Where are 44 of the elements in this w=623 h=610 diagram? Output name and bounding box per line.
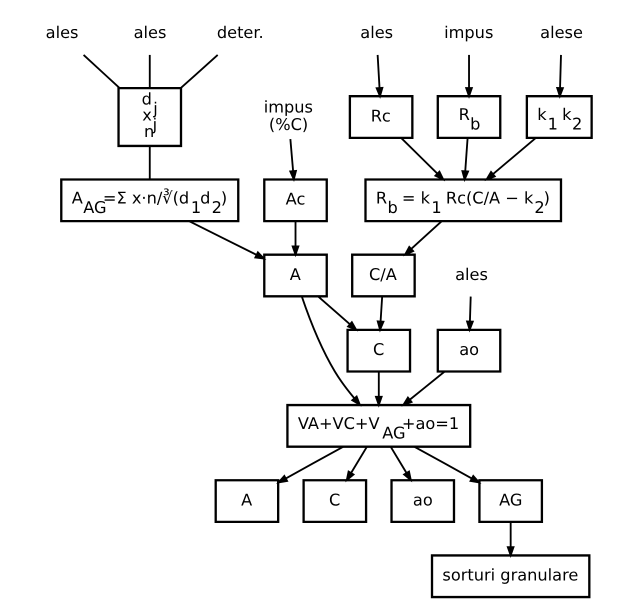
node-text: ales <box>360 23 393 42</box>
node-box: A <box>214 479 279 524</box>
node-text: impus <box>444 23 493 42</box>
node-box: AG <box>478 479 543 524</box>
node-box: ao <box>390 479 455 524</box>
node-box: sorturi granulare <box>430 554 590 598</box>
node-text: ales <box>454 264 488 284</box>
arrow <box>300 296 362 407</box>
arrow <box>288 138 297 182</box>
node-box: C/A <box>350 254 416 298</box>
arrow <box>484 138 536 182</box>
connector <box>82 54 120 89</box>
node-text: ales <box>45 23 78 42</box>
arrow <box>188 220 266 260</box>
arrow <box>390 446 412 482</box>
node-box: Ac <box>262 178 328 222</box>
arrow <box>402 220 442 256</box>
node-box: Rc <box>348 95 413 140</box>
arrow <box>376 296 384 332</box>
connector <box>180 54 218 89</box>
arrow <box>414 446 481 484</box>
node-box: A <box>262 254 328 298</box>
node-box: C <box>346 328 411 373</box>
node-box: ao <box>436 328 501 373</box>
arrow <box>555 54 564 99</box>
arrow <box>276 446 344 484</box>
node-text: alese <box>540 23 582 42</box>
arrow <box>460 138 469 182</box>
connector <box>148 54 150 88</box>
arrow <box>506 522 514 558</box>
arrow <box>374 54 384 99</box>
node-box: C <box>302 479 367 524</box>
arrow <box>344 446 368 482</box>
node-text: ales <box>133 23 166 42</box>
arrow <box>317 296 358 332</box>
arrow <box>374 372 382 408</box>
node-text: deter. <box>216 23 264 42</box>
arrow <box>464 54 473 99</box>
arrow <box>400 138 445 182</box>
arrow <box>465 296 474 332</box>
connector <box>148 146 150 180</box>
node-text: impus (%C) <box>263 98 312 134</box>
arrow <box>290 221 300 258</box>
arrow <box>400 371 444 407</box>
